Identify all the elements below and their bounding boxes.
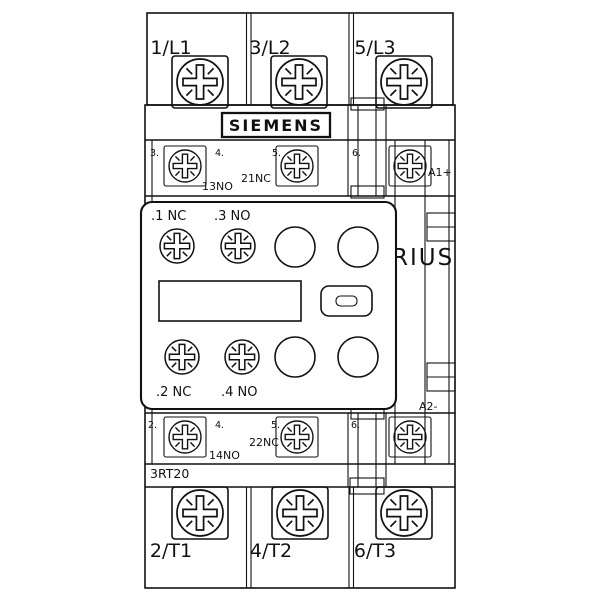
power-terminal-bottom-3: 6/T3 xyxy=(354,486,433,562)
position-marker: 3. xyxy=(150,148,159,159)
duct-clamp-bottom xyxy=(349,477,385,495)
screw-terminal-icon xyxy=(176,489,224,537)
aux-clamp-frame xyxy=(163,145,207,187)
terminal-chamber xyxy=(270,55,328,109)
screw-terminal-icon xyxy=(380,58,428,106)
brand-plate: SIEMENS xyxy=(220,111,332,139)
contact-label-21NC: 21NC xyxy=(241,172,271,185)
terminal-chamber xyxy=(271,486,329,540)
terminal-chamber xyxy=(375,486,433,540)
chamber-divider-lines xyxy=(245,13,355,588)
terminal-label-3L2: 3/L2 xyxy=(249,37,290,59)
aux-block-opening xyxy=(274,336,316,378)
screw-terminal-icon xyxy=(380,489,428,537)
aux-screw-icon xyxy=(280,149,314,183)
aux-block-label-2NC: .2 NC xyxy=(156,385,191,400)
aux-block-opening xyxy=(274,226,316,268)
aux-screw-icon xyxy=(280,420,314,454)
power-terminal-bottom-1: 2/T1 xyxy=(150,486,229,562)
terminal-label-1L1: 1/L1 xyxy=(150,37,191,59)
position-marker: 6. xyxy=(351,420,360,431)
brand-logo-text: SIEMENS xyxy=(229,116,323,135)
terminal-label-4T2: 4/T2 xyxy=(250,540,292,562)
screw-terminal-icon xyxy=(275,58,323,106)
contact-label-13NO: 13NO xyxy=(202,180,233,193)
aux-contact-block: .1 NC .3 NO .2 NC .4 NO xyxy=(139,200,398,411)
brand-plate-frame xyxy=(220,111,332,139)
model-number-text: 3RT20 xyxy=(150,466,189,481)
series-text-sirius: RIUS xyxy=(392,245,454,271)
power-terminal-top-2: 3/L2 xyxy=(249,37,328,109)
position-marker: 6. xyxy=(352,148,361,159)
aux-block-face xyxy=(139,200,398,411)
contact-label-22NC: 22NC xyxy=(249,436,279,449)
label-window xyxy=(158,280,302,322)
aux-screw-icon xyxy=(168,149,202,183)
screw-terminal-icon xyxy=(276,489,324,537)
terminal-chamber xyxy=(171,55,229,109)
aux-strip-bottom: 2. 4. 5. 6. 22NC 14NO A2- 3RT20 xyxy=(148,400,438,481)
power-terminal-top-1: 1/L1 xyxy=(150,37,229,109)
coil-label-a1: A1+ xyxy=(428,166,452,179)
duct-clamp-top xyxy=(350,97,385,111)
aux-strip-top: 3. 4. 5. 6. 13NO 21NC A1+ xyxy=(150,145,452,193)
position-marker: 4. xyxy=(215,148,224,159)
latch-button xyxy=(320,285,373,317)
aux-block-opening xyxy=(337,226,379,268)
aux-block-label-4NO: .4 NO xyxy=(221,385,258,400)
terminal-label-2T1: 2/T1 xyxy=(150,540,192,562)
terminal-chamber xyxy=(171,486,229,540)
cable-duct-lines xyxy=(347,97,387,495)
terminal-chamber xyxy=(375,55,433,109)
terminal-label-6T3: 6/T3 xyxy=(354,540,396,562)
coil-screw-a1-icon xyxy=(393,149,427,183)
position-marker: 2. xyxy=(148,420,157,431)
aux-block-label-3NO: .3 NO xyxy=(214,209,251,224)
aux-clamp-frame xyxy=(163,416,207,458)
screw-terminal-icon xyxy=(176,58,224,106)
aux-clamp-frame xyxy=(275,145,319,187)
duct-clamp-upper-mid xyxy=(350,185,385,199)
power-terminal-top-3: 5/L3 xyxy=(354,37,433,109)
coil-screw-a2-icon xyxy=(393,420,427,454)
aux-block-opening xyxy=(337,336,379,378)
position-marker: 4. xyxy=(215,420,224,431)
aux-block-label-1NC: .1 NC xyxy=(151,209,186,224)
contact-label-14NO: 14NO xyxy=(209,449,240,462)
coil-clamp-frame xyxy=(388,145,432,187)
aux-screw-icon xyxy=(168,420,202,454)
power-terminal-bottom-2: 4/T2 xyxy=(250,486,329,562)
terminal-label-5L3: 5/L3 xyxy=(354,37,395,59)
aux-clamp-frame xyxy=(275,416,319,458)
coil-label-a2: A2- xyxy=(419,400,438,413)
coil-clamp-frame xyxy=(388,416,432,458)
latch-slot xyxy=(335,295,358,307)
